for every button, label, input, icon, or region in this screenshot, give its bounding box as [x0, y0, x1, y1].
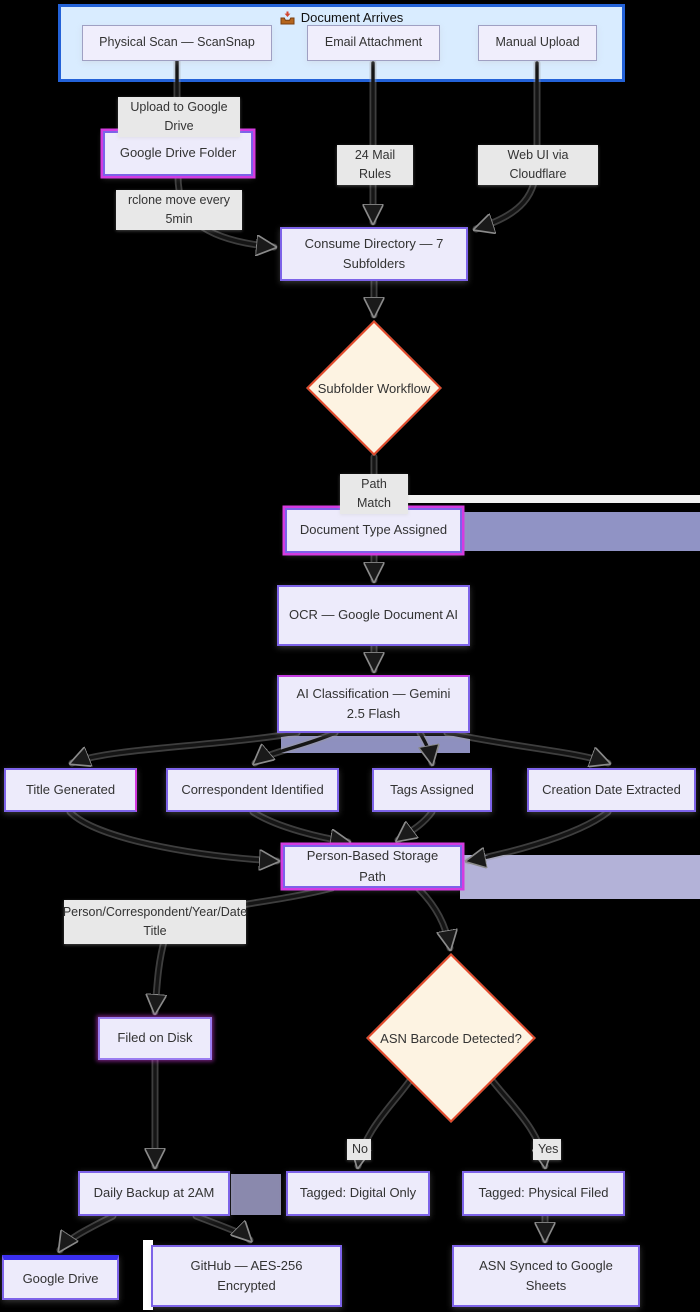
- edge-label-web-ui: Web UI via Cloudflare: [478, 145, 598, 185]
- node-creation-date-extracted: Creation Date Extracted: [527, 768, 696, 812]
- edge-label-no: No: [347, 1139, 371, 1160]
- node-title-generated: Title Generated: [4, 768, 137, 812]
- node-manual-upload: Manual Upload: [478, 25, 597, 61]
- node-google-drive-folder: Google Drive Folder: [103, 131, 253, 176]
- node-ai-classification: AI Classification — Gemini 2.5 Flash: [277, 675, 470, 733]
- artifact-band-person: [460, 855, 700, 899]
- edge-label-mail-rules: 24 Mail Rules: [337, 145, 413, 185]
- edge-label-upload-gdrive: Upload to Google Drive: [118, 97, 240, 137]
- node-document-type-assigned: Document Type Assigned: [285, 508, 462, 553]
- artifact-band-doctype: [458, 512, 700, 551]
- edge-label-yes: Yes: [533, 1139, 561, 1160]
- node-tags-assigned: Tags Assigned: [372, 768, 492, 812]
- inbox-tray-icon: [280, 11, 295, 25]
- node-correspondent-identified: Correspondent Identified: [166, 768, 339, 812]
- decision-subfolder-workflow-label: Subfolder Workflow: [317, 380, 431, 396]
- artifact-band-github: [143, 1240, 153, 1310]
- node-google-drive: Google Drive: [2, 1255, 119, 1300]
- node-tagged-physical-filed: Tagged: Physical Filed: [462, 1171, 625, 1216]
- node-consume-directory: Consume Directory — 7 Subfolders: [280, 227, 468, 281]
- artifact-band-white: [385, 495, 700, 503]
- node-email-attachment: Email Attachment: [307, 25, 440, 61]
- node-tagged-digital-only: Tagged: Digital Only: [286, 1171, 430, 1216]
- group-title-text: Document Arrives: [300, 10, 404, 25]
- node-filed-on-disk: Filed on Disk: [98, 1017, 212, 1060]
- node-person-storage-path: Person-Based Storage Path: [283, 845, 462, 888]
- node-ocr: OCR — Google Document AI: [277, 585, 470, 646]
- artifact-band-ai: [281, 736, 470, 753]
- decision-asn-barcode-label: ASN Barcode Detected?: [380, 1030, 522, 1046]
- node-daily-backup: Daily Backup at 2AM: [78, 1171, 230, 1216]
- artifact-band-backup: [231, 1174, 281, 1215]
- edge-label-path-match: Path Match: [340, 474, 408, 514]
- group-title: Document Arrives: [61, 10, 622, 25]
- node-physical-scan: Physical Scan — ScanSnap: [82, 25, 272, 61]
- edge-label-person-path-format: Person/Correspondent/Year/Date Title: [63, 900, 247, 944]
- edge-label-rclone: rclone move every 5min: [116, 190, 242, 230]
- node-github-encrypted: GitHub — AES-256 Encrypted: [151, 1245, 342, 1307]
- node-asn-synced-sheets: ASN Synced to Google Sheets: [452, 1245, 640, 1307]
